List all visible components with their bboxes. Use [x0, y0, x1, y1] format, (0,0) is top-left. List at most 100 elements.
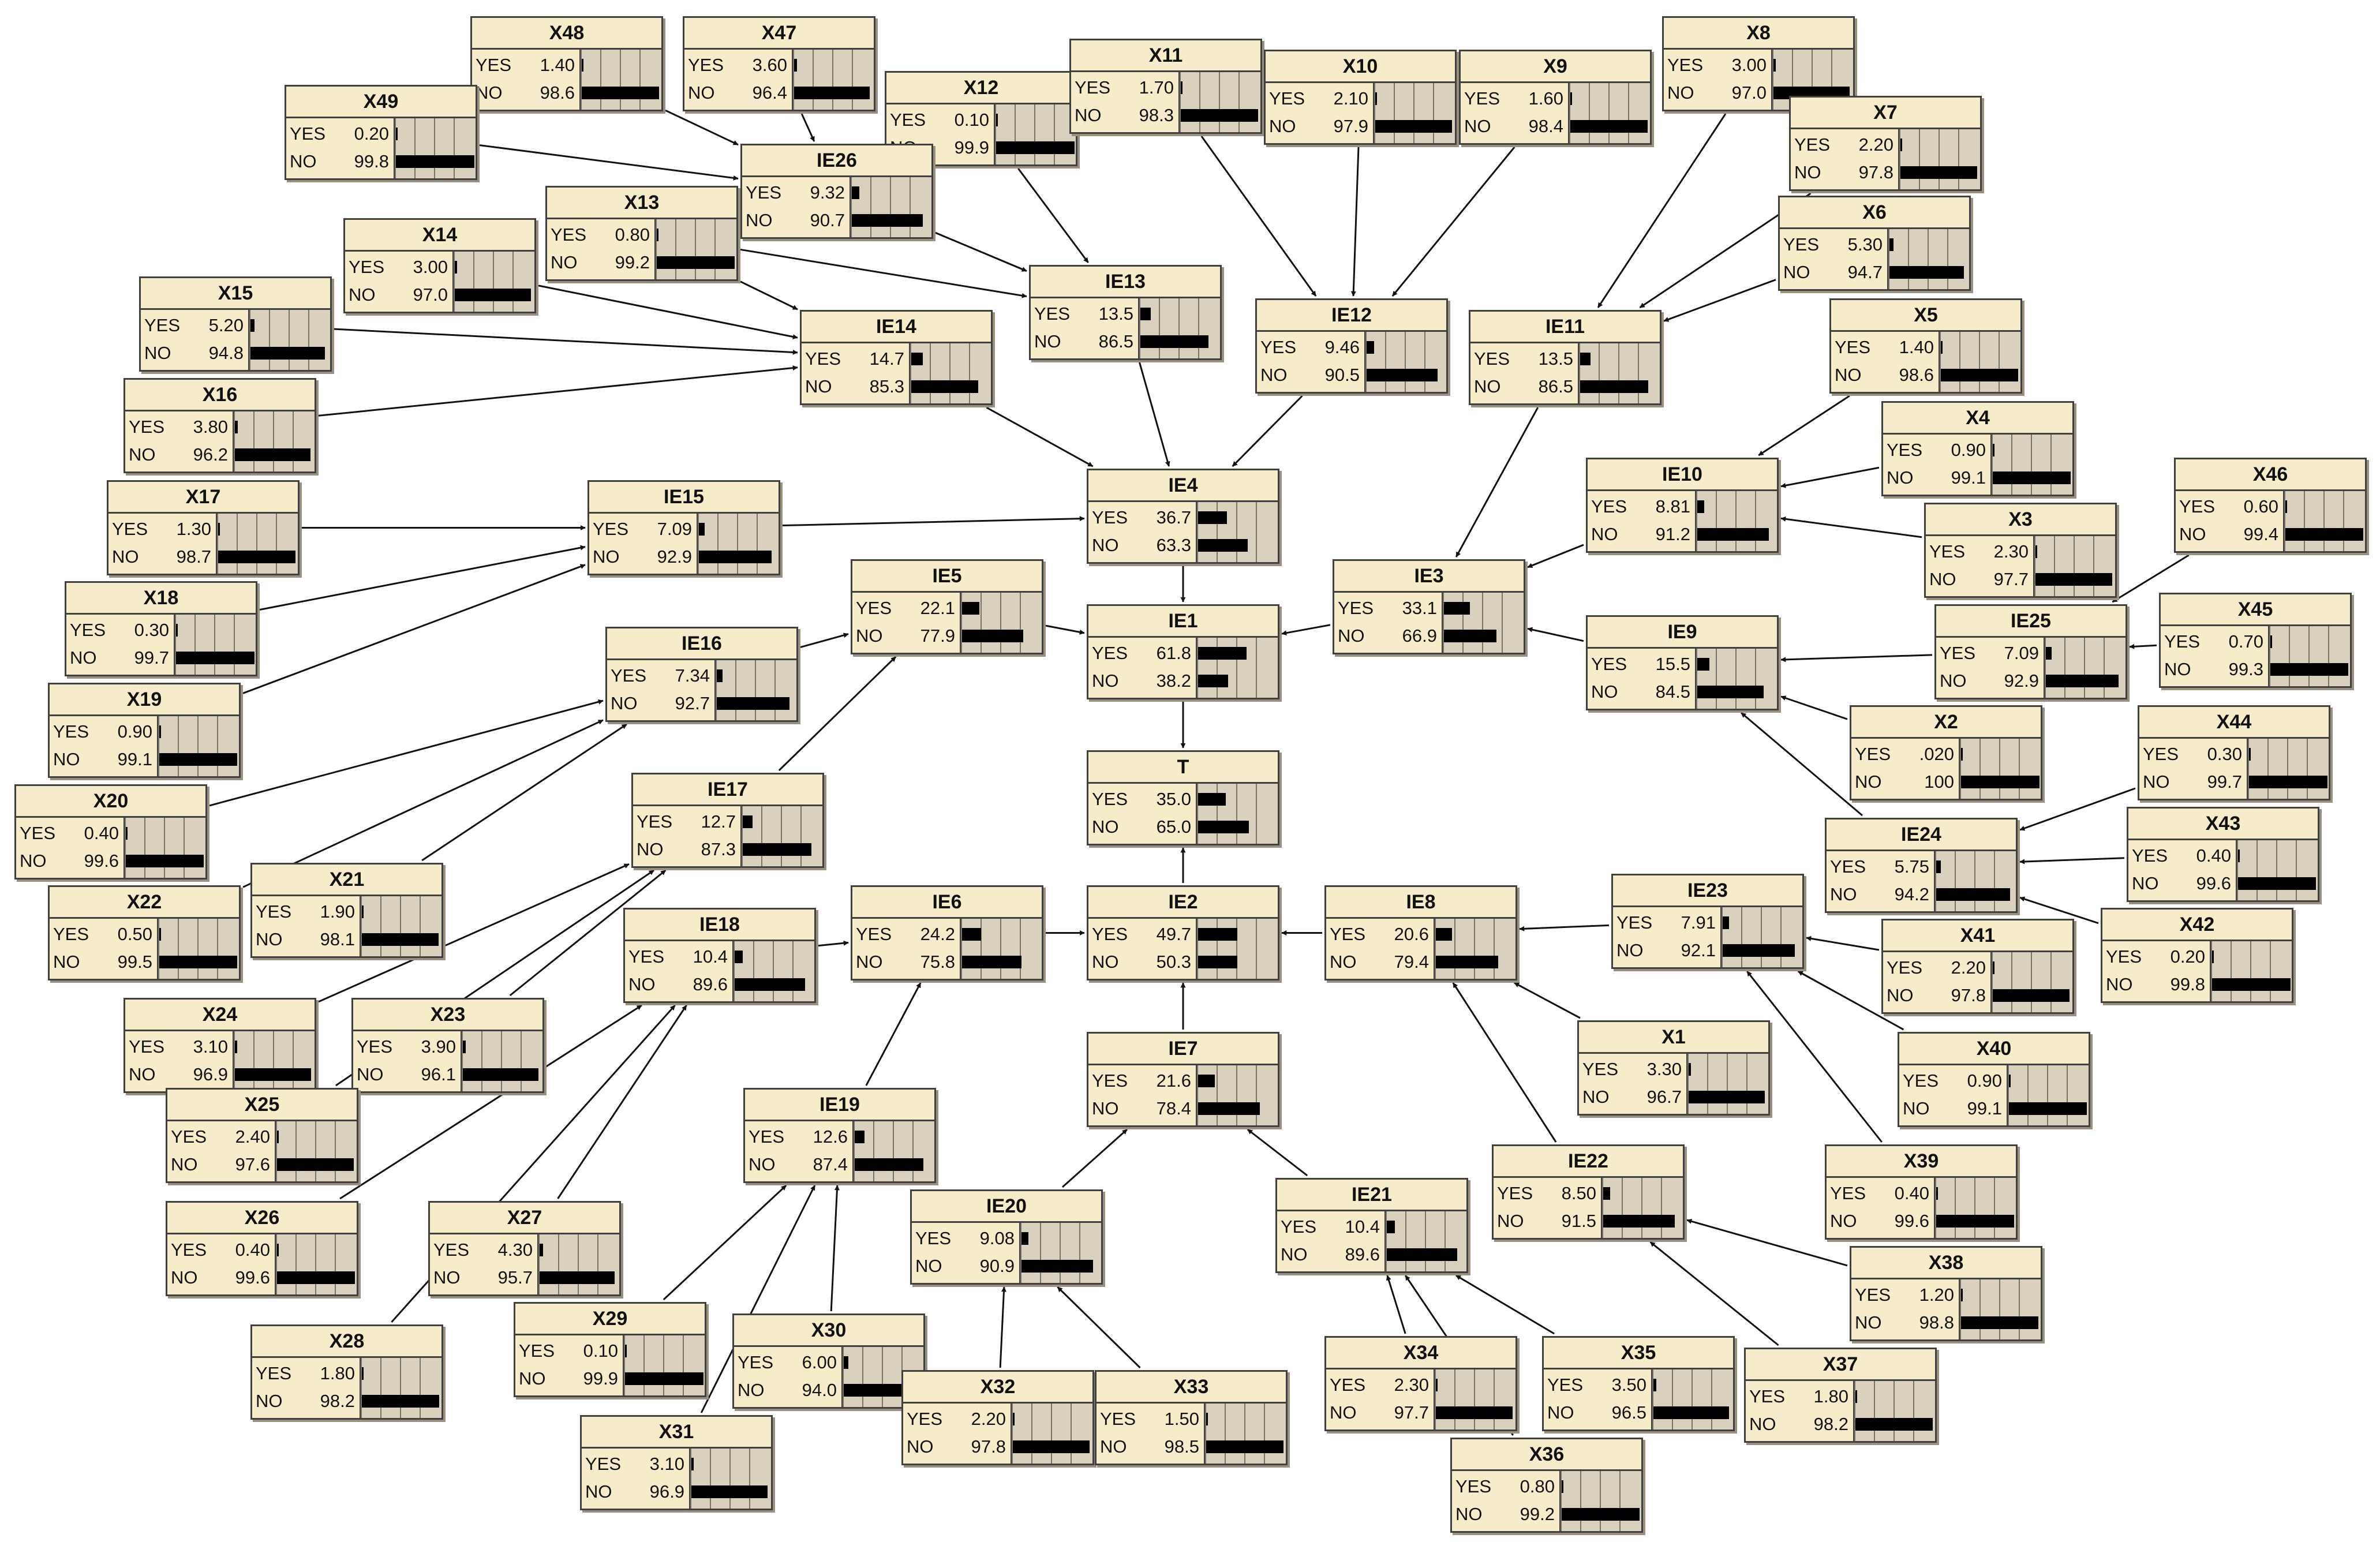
node-bar-area [910, 343, 991, 403]
bar-gridline [1974, 851, 1975, 911]
prob-no: 99.6 [2196, 873, 2231, 893]
bar-gridline [1425, 1211, 1426, 1271]
prob-bar-yes [159, 928, 161, 941]
prob-bar-no [1697, 686, 1764, 698]
prob-yes: 2.20 [971, 1409, 1006, 1429]
state-label-yes: YES [1616, 912, 1653, 933]
edge-ie20-to-ie7 [1061, 1128, 1128, 1188]
prob-no: 97.8 [1951, 985, 1986, 1005]
bar-gridline [2019, 739, 2020, 799]
bar-gridline [2248, 739, 2249, 799]
bar-gridline [753, 941, 754, 1001]
edge-x13-to-ie13 [740, 248, 1027, 298]
bar-gridline [1589, 83, 1590, 143]
prob-bar-no [1697, 528, 1769, 541]
prob-yes: 0.70 [2228, 631, 2263, 652]
prob-bar-yes [1889, 238, 1894, 251]
prob-bar-no [1689, 1091, 1765, 1103]
bar-gridline [293, 411, 294, 471]
prob-bar-no [699, 551, 772, 563]
